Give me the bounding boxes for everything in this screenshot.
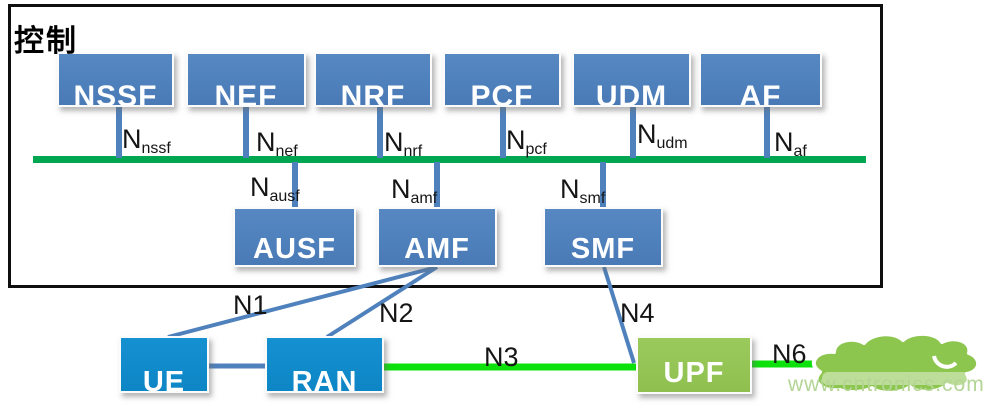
node-ran-label: RAN xyxy=(291,366,358,393)
interface-label-n2: N2 xyxy=(379,298,414,328)
node-ausf: AUSF xyxy=(233,207,356,267)
connector-pcf-bus xyxy=(500,106,506,158)
node-nrf: NRF xyxy=(314,52,432,107)
node-af: AF xyxy=(699,52,822,107)
interface-label-n3: N3 xyxy=(484,342,519,372)
connector-udm-bus xyxy=(630,106,636,158)
interface-ref-nef: Nnef xyxy=(256,127,298,160)
node-ue-label: UE xyxy=(142,366,186,393)
node-ue: UE xyxy=(119,336,209,393)
node-nssf-label: NSSF xyxy=(73,80,158,107)
interface-ref-ausf: Nausf xyxy=(250,172,300,205)
node-ausf-label: AUSF xyxy=(253,233,336,265)
service-bus-line xyxy=(33,156,866,163)
node-pcf-label: PCF xyxy=(470,80,534,107)
node-nef-label: NEF xyxy=(214,80,278,107)
connector-nef-bus xyxy=(243,106,249,158)
connector-nrf-bus xyxy=(377,106,383,158)
interface-ref-udm: Nudm xyxy=(637,119,688,152)
connector-ausf-bus xyxy=(292,162,298,208)
node-nssf: NSSF xyxy=(57,52,174,107)
link-n4-smf-upf xyxy=(602,266,636,364)
node-smf-label: SMF xyxy=(570,233,636,265)
interface-label-n6: N6 xyxy=(772,339,807,369)
interface-ref-pcf: Npcf xyxy=(506,125,547,158)
control-plane-title: 控制 xyxy=(14,25,78,58)
node-upf-label: UPF xyxy=(663,357,725,389)
node-af-label: AF xyxy=(739,80,782,107)
interface-label-n1: N1 xyxy=(233,290,268,320)
node-pcf: PCF xyxy=(443,52,561,107)
link-n2-amf-ran xyxy=(325,265,439,339)
node-udm: UDM xyxy=(572,52,691,107)
cloud-highlight-band xyxy=(822,372,972,385)
link-n1-amf-ue xyxy=(167,265,438,339)
interface-label-n4: N4 xyxy=(620,298,655,328)
node-smf: SMF xyxy=(543,207,663,267)
node-nef: NEF xyxy=(186,52,306,107)
node-amf-label: AMF xyxy=(404,233,470,265)
cloud-notch-detail xyxy=(932,355,958,369)
data-network-cloud-icon xyxy=(812,331,981,395)
node-udm-label: UDM xyxy=(595,80,668,107)
interface-ref-smf: Nsmf xyxy=(560,174,606,207)
connector-af-bus xyxy=(764,106,770,158)
node-nrf-label: NRF xyxy=(340,80,406,107)
interface-ref-nssf: Nnssf xyxy=(122,124,171,157)
connector-amf-bus xyxy=(434,162,440,208)
connector-nssf-bus xyxy=(116,106,122,158)
node-upf: UPF xyxy=(636,336,752,394)
connector-smf-bus xyxy=(600,162,606,208)
watermark-text: www.cntronics.com xyxy=(788,373,985,396)
node-ran: RAN xyxy=(265,336,384,393)
control-plane-frame xyxy=(8,4,883,288)
interface-ref-af: Naf xyxy=(774,127,807,160)
interface-ref-nrf: Nnrf xyxy=(384,127,423,160)
node-amf: AMF xyxy=(377,207,497,267)
interface-ref-amf: Namf xyxy=(391,174,438,207)
